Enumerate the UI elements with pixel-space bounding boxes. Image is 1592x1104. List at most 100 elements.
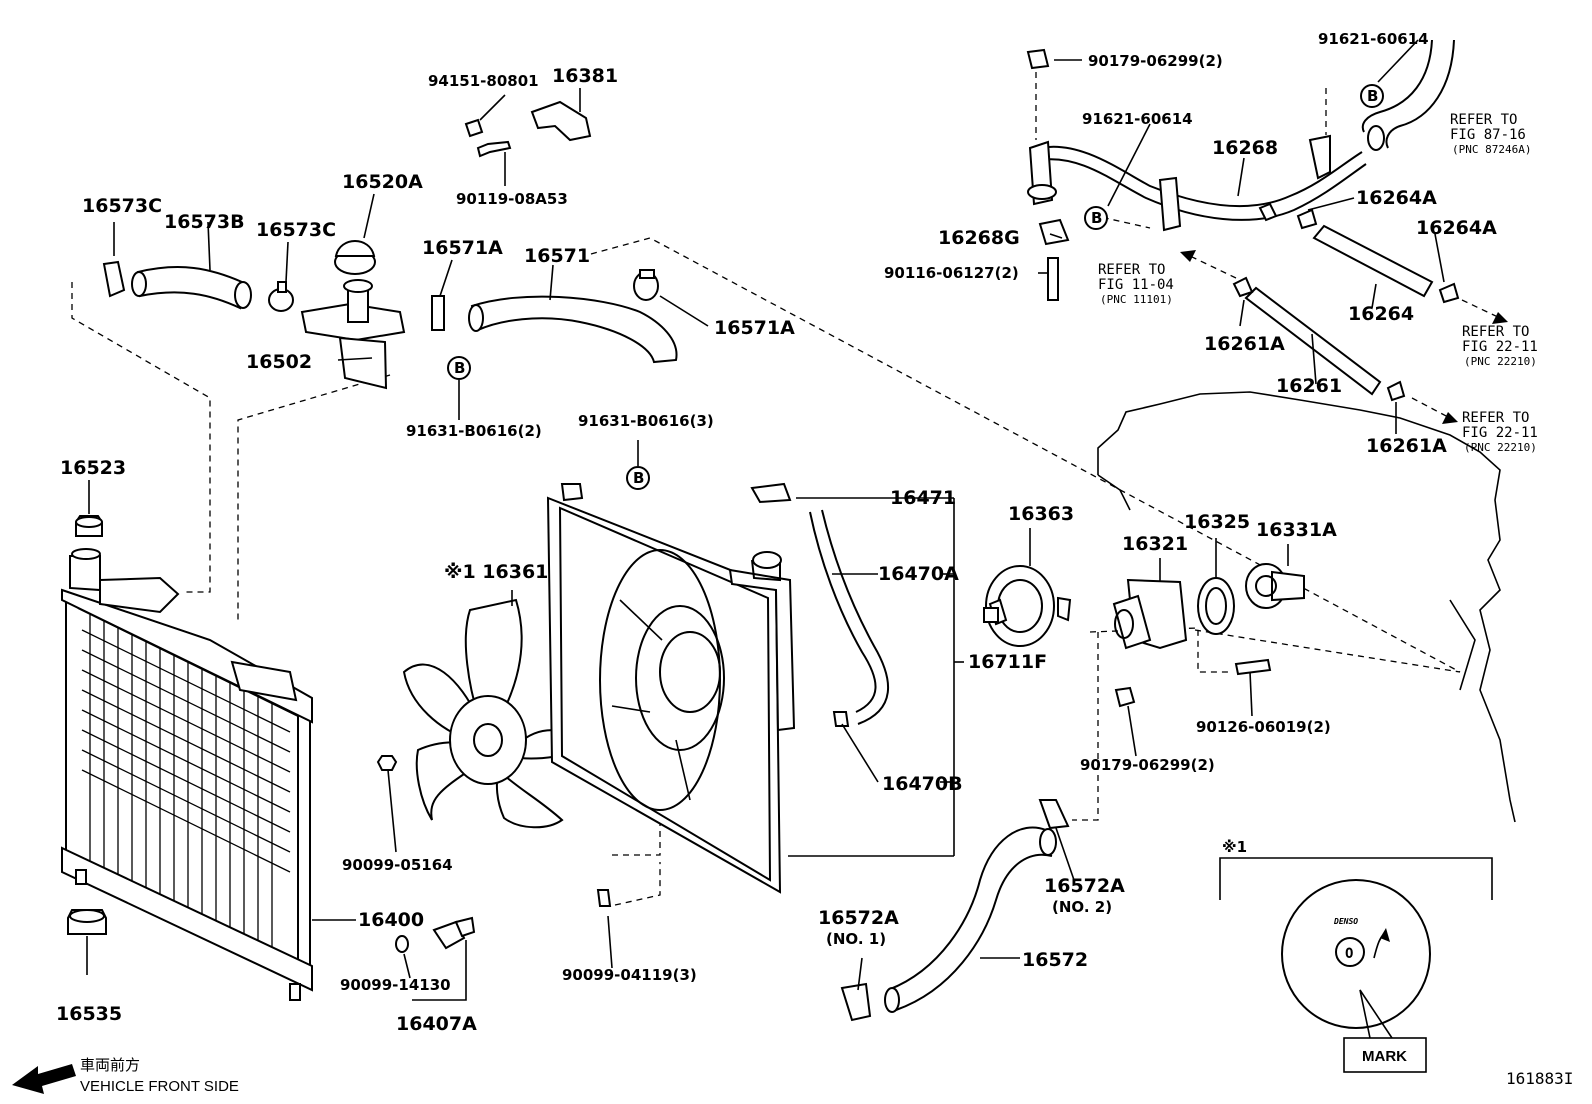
label-16571: 16571 [524, 245, 590, 267]
label-16471: 16471 [890, 487, 956, 509]
label-16363: 16363 [1008, 503, 1074, 525]
label-16535: 16535 [56, 1003, 122, 1025]
gasket-16325 [1197, 577, 1235, 635]
label-16711F: 16711F [968, 651, 1047, 673]
cushion-16535 [67, 909, 107, 975]
nut-90179-b [1114, 686, 1136, 708]
label-no2: (NO. 2) [1052, 898, 1112, 916]
label-16264A-b: 16264A [1416, 217, 1497, 239]
label-16573C-a: 16573C [82, 195, 162, 217]
b-marker-1 [447, 356, 471, 380]
label-16573C-b: 16573C [256, 219, 336, 241]
ref-1-line1: REFER TO [1450, 112, 1517, 128]
label-16571A-b: 16571A [714, 317, 795, 339]
label-94151-80801: 94151-80801 [428, 72, 539, 90]
label-16261: 16261 [1276, 375, 1342, 397]
hose-16571 [468, 269, 678, 364]
b-letter-2: B [633, 469, 644, 487]
hose-16470A [750, 482, 890, 727]
ref-2-line3: (PNC 11101) [1100, 293, 1173, 306]
b-letter-3: B [1367, 87, 1378, 105]
label-16520A: 16520A [342, 171, 423, 193]
label-16400: 16400 [358, 909, 424, 931]
label-16264A-a: 16264A [1356, 187, 1437, 209]
clamp-16268G [1038, 218, 1070, 301]
label-16261A-a: 16261A [1204, 333, 1285, 355]
label-91631-B0616-3: 91631-B0616(3) [578, 412, 714, 430]
ref-3-line2: FIG 22-11 [1462, 339, 1538, 355]
label-16325: 16325 [1184, 511, 1250, 533]
hose-91621 [1361, 39, 1455, 151]
pipe-16268 [1027, 134, 1367, 232]
b-marker-group [447, 84, 1384, 490]
label-16268G: 16268G [938, 227, 1020, 249]
label-90179-06299-a: 90179-06299(2) [1088, 52, 1223, 70]
pipe-16264 [1296, 208, 1460, 304]
outlet-16502 [300, 240, 445, 390]
mark-label: MARK [1362, 1048, 1407, 1065]
label-90099-14130: 90099-14130 [340, 976, 451, 994]
hose-16573B [102, 260, 294, 312]
label-16261A-b: 16261A [1366, 435, 1447, 457]
ref-3-line1: REFER TO [1462, 324, 1529, 340]
label-16572A-1: 16572A [818, 907, 899, 929]
label-90099-04119: 90099-04119(3) [562, 966, 697, 984]
label-90179-06299-b: 90179-06299(2) [1080, 756, 1215, 774]
inlet-16321 [1112, 578, 1188, 650]
label-16572A-2: 16572A [1044, 875, 1125, 897]
label-16523: 16523 [60, 457, 126, 479]
label-90116-06127: 90116-06127(2) [884, 264, 1019, 282]
label-16470A: 16470A [878, 563, 959, 585]
b-letter-4: B [1091, 209, 1102, 227]
label-16321: 16321 [1122, 533, 1188, 555]
callout-labels: 16573C 16573B 16573C 16520A 16571A 16571… [56, 30, 1497, 1035]
front-arrow-icon [12, 1064, 76, 1094]
b-marker-4 [1084, 206, 1108, 230]
bracket-16381 [464, 100, 592, 158]
shroud-16711F [546, 483, 796, 907]
thermostat-16331A [1245, 563, 1305, 609]
direction-jp: 車両前方 [80, 1057, 140, 1074]
label-16470B: 16470B [882, 773, 963, 795]
fan-16361 [376, 598, 592, 829]
b-marker-3 [1360, 84, 1384, 108]
label-16571A-a: 16571A [422, 237, 503, 259]
center-mark: O [1345, 946, 1353, 962]
hose-16572 [840, 799, 1070, 1022]
denso-logo: DENSO [1333, 917, 1358, 926]
direction-en: VEHICLE FRONT SIDE [80, 1078, 239, 1095]
note-box [1219, 857, 1493, 1073]
footer-text: 車両前方 VEHICLE FRONT SIDE 161883I [80, 1057, 1573, 1095]
label-16502: 16502 [246, 351, 312, 373]
ref-2-line1: REFER TO [1098, 262, 1165, 278]
reference-arrows [1180, 250, 1508, 424]
front-direction [12, 1064, 76, 1094]
ref-2-line2: FIG 11-04 [1098, 277, 1174, 293]
reference-notes: REFER TO FIG 87-16 (PNC 87246A) REFER TO… [1098, 112, 1538, 454]
label-16268: 16268 [1212, 137, 1278, 159]
label-90119-08A53: 90119-08A53 [456, 190, 568, 208]
ref-4-line2: FIG 22-11 [1462, 425, 1538, 441]
note-box-text: ※1 DENSO O MARK [1222, 838, 1407, 1065]
label-91631-B0616-2: 91631-B0616(2) [406, 422, 542, 440]
label-91621-60614-a: 91621-60614 [1318, 30, 1429, 48]
label-16361: ※1 16361 [444, 561, 548, 583]
drain-cock-16407A [395, 916, 476, 953]
ref-1-line2: FIG 87-16 [1450, 127, 1526, 143]
stud-90126 [1234, 658, 1272, 676]
nut-90179-a [1026, 48, 1050, 70]
radiator-16400 [61, 548, 313, 1001]
b-marker-2 [626, 466, 650, 490]
label-16573B: 16573B [164, 211, 245, 233]
leader-lines [113, 39, 1445, 1001]
label-90099-05164: 90099-05164 [342, 856, 453, 874]
ref-1-line3: (PNC 87246A) [1452, 143, 1531, 156]
label-16331A: 16331A [1256, 519, 1337, 541]
label-16264: 16264 [1348, 303, 1414, 325]
label-16572: 16572 [1022, 949, 1088, 971]
note-marker: ※1 [1222, 838, 1247, 856]
motor-16363 [983, 565, 1072, 647]
label-91621-60614-b: 91621-60614 [1082, 110, 1193, 128]
